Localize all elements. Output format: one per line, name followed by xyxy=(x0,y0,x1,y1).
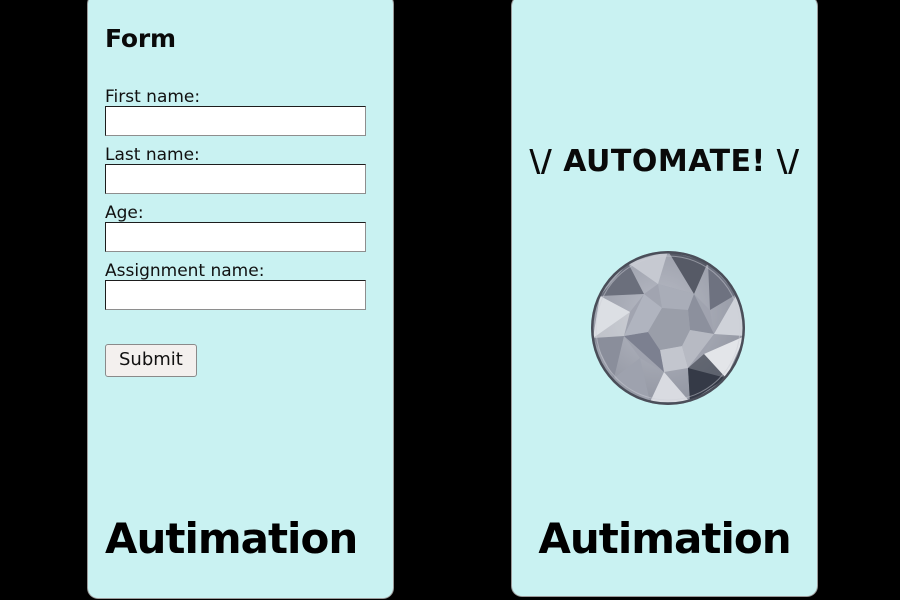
gemstone-image xyxy=(590,250,746,406)
first-name-label: First name: xyxy=(105,87,201,107)
brand-wordmark: Autimation xyxy=(105,514,358,563)
assignment-name-label: Assignment name: xyxy=(105,261,265,281)
age-label: Age: xyxy=(105,203,144,223)
form-panel: Form First name: Last name: Age: Assignm… xyxy=(88,0,393,598)
last-name-input[interactable] xyxy=(105,164,366,194)
promo-panel: \/ AUTOMATE! \/ xyxy=(512,0,817,596)
first-name-input[interactable] xyxy=(105,106,366,136)
page-title: Form xyxy=(105,24,176,53)
brand-wordmark: Autimation xyxy=(538,514,791,563)
age-input[interactable] xyxy=(105,222,366,252)
promo-headline: \/ AUTOMATE! \/ xyxy=(529,144,800,179)
submit-button[interactable]: Submit xyxy=(105,344,197,377)
last-name-label: Last name: xyxy=(105,145,200,165)
assignment-name-input[interactable] xyxy=(105,280,366,310)
